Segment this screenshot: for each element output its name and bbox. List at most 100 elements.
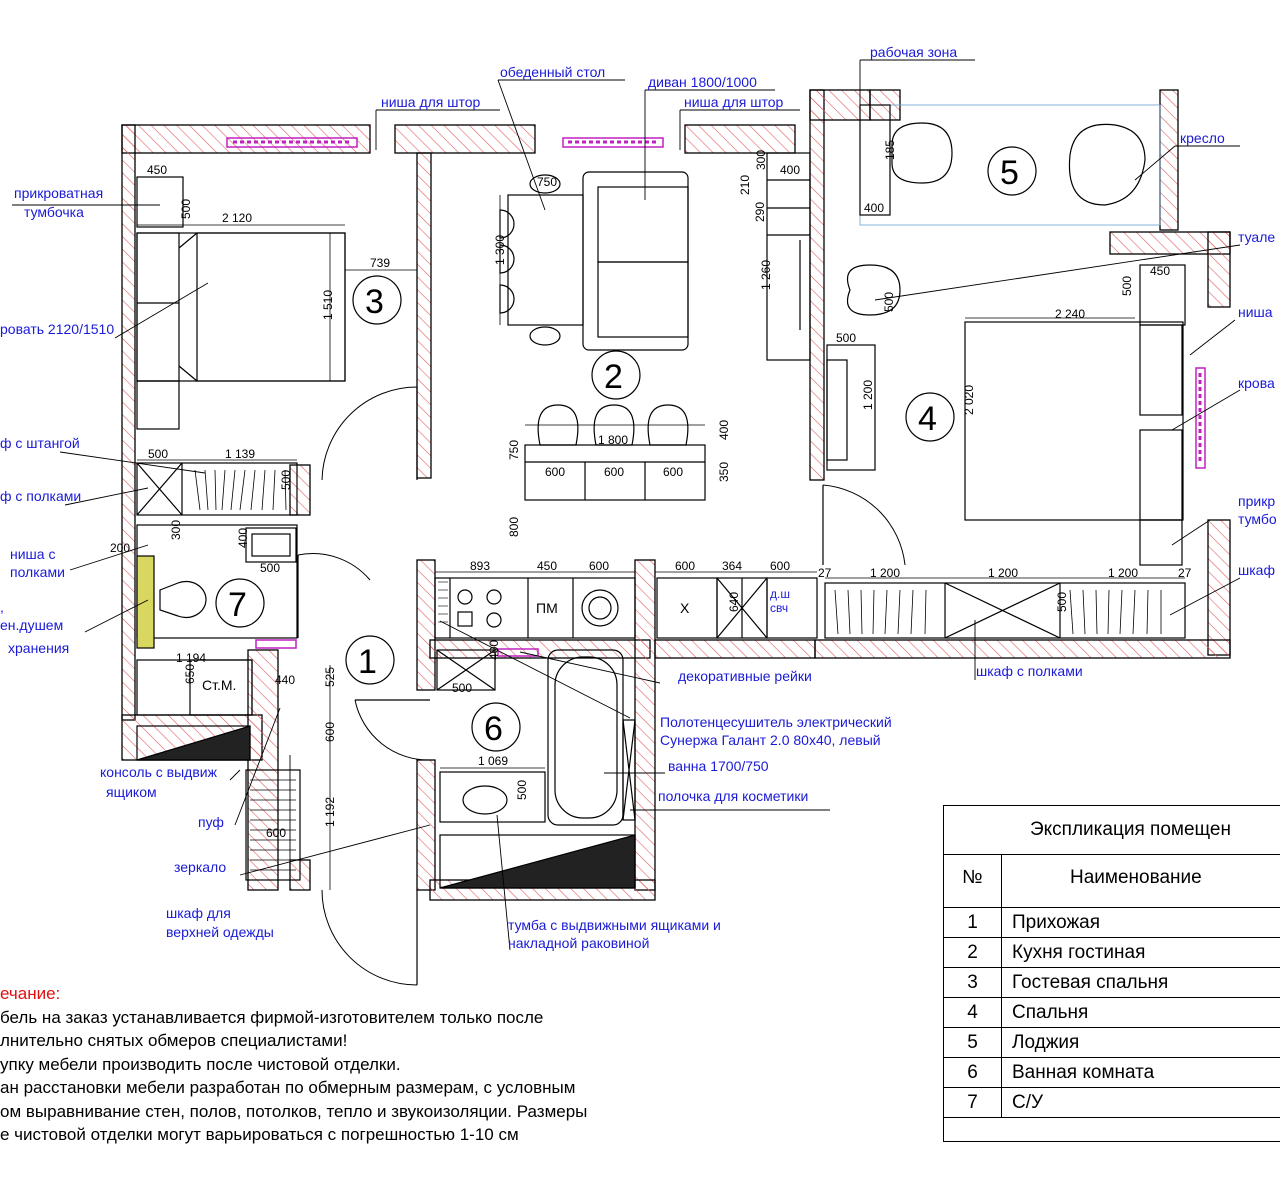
note-line: лнительно снятых обмеров специалистами! bbox=[0, 1031, 348, 1050]
svg-text:600: 600 bbox=[589, 559, 609, 573]
room-numbers bbox=[215, 146, 1037, 752]
svg-text:тумбочка: тумбочка bbox=[24, 204, 84, 220]
svg-text:диван 1800/1000: диван 1800/1000 bbox=[648, 74, 757, 90]
svg-text:ниша для штор: ниша для штор bbox=[381, 94, 481, 110]
dishwasher-label: ПМ bbox=[536, 600, 558, 616]
svg-text:400: 400 bbox=[487, 640, 501, 660]
row-num: 4 bbox=[944, 998, 1002, 1027]
curtain-rails bbox=[226, 137, 1206, 657]
svg-text:ниша для штор: ниша для штор bbox=[684, 94, 784, 110]
svg-text:350: 350 bbox=[717, 462, 731, 482]
mw-label: свч bbox=[770, 601, 788, 615]
room-number-1: 1 bbox=[358, 643, 377, 681]
explication-title: Экспликация помещен bbox=[944, 806, 1280, 855]
walls bbox=[121, 89, 1231, 901]
svg-text:полками: полками bbox=[10, 564, 65, 580]
svg-text:1 069: 1 069 bbox=[478, 754, 508, 768]
svg-text:ен.душем: ен.душем bbox=[0, 617, 63, 633]
svg-text:2 240: 2 240 bbox=[1055, 307, 1085, 321]
svg-text:750: 750 bbox=[537, 175, 557, 189]
svg-text:600: 600 bbox=[675, 559, 695, 573]
svg-text:тумбо: тумбо bbox=[1238, 511, 1277, 527]
svg-text:прикр: прикр bbox=[1238, 493, 1275, 509]
dimension-values: 450 500 2 120 739 1 510 750 1 300 300 21… bbox=[110, 140, 1192, 840]
svg-text:1 300: 1 300 bbox=[493, 235, 507, 265]
svg-text:600: 600 bbox=[545, 465, 565, 479]
svg-text:ниша: ниша bbox=[1238, 304, 1273, 320]
svg-text:300: 300 bbox=[169, 520, 183, 540]
row-num: 5 bbox=[944, 1028, 1002, 1057]
svg-text:750: 750 bbox=[507, 440, 521, 460]
row-name: Гостевая спальня bbox=[1012, 972, 1169, 993]
svg-text:шкаф: шкаф bbox=[1238, 562, 1275, 578]
svg-text:185: 185 bbox=[883, 140, 897, 160]
bathroom-furniture bbox=[436, 649, 636, 889]
leader-lines bbox=[12, 59, 1241, 951]
row-num: 6 bbox=[944, 1058, 1002, 1087]
svg-text:ровать 2120/1510: ровать 2120/1510 bbox=[0, 321, 114, 337]
svg-text:ванна 1700/750: ванна 1700/750 bbox=[668, 758, 769, 774]
svg-text:ф с полками: ф с полками bbox=[0, 488, 81, 504]
svg-text:1 194: 1 194 bbox=[176, 651, 206, 665]
svg-text:декоративные рейки: декоративные рейки bbox=[678, 668, 812, 684]
svg-text:1 192: 1 192 bbox=[323, 797, 337, 827]
note-line: ом выравнивание стен, полов, потолков, т… bbox=[0, 1101, 588, 1121]
room-number-3: 3 bbox=[365, 283, 384, 321]
svg-text:800: 800 bbox=[507, 517, 521, 537]
note-line: ан расстановки мебели разработан по обме… bbox=[0, 1078, 576, 1097]
room-number-2: 2 bbox=[604, 358, 623, 396]
dimension-lines bbox=[137, 176, 1185, 890]
svg-text:300: 300 bbox=[754, 150, 768, 170]
svg-text:500: 500 bbox=[452, 681, 472, 695]
svg-text:650: 650 bbox=[183, 664, 197, 684]
explication-header: № Наименование bbox=[944, 855, 1280, 908]
svg-text:накладной раковиной: накладной раковиной bbox=[508, 935, 649, 951]
svg-text:450: 450 bbox=[537, 559, 557, 573]
note-line: е чистовой отделки могут варьироваться с… bbox=[0, 1125, 519, 1144]
svg-text:прикроватная: прикроватная bbox=[14, 185, 103, 201]
row-name: Ванная комната bbox=[1012, 1062, 1155, 1083]
svg-text:хранения: хранения bbox=[8, 640, 69, 656]
svg-text:полочка для косметики: полочка для косметики bbox=[658, 788, 808, 804]
svg-text:рабочая зона: рабочая зона bbox=[870, 44, 957, 60]
washer-mark: Х bbox=[680, 600, 690, 616]
room-number-6: 6 bbox=[484, 710, 503, 748]
svg-text:400: 400 bbox=[780, 163, 800, 177]
row-num: 1 bbox=[944, 908, 1002, 937]
bedroom-furniture bbox=[822, 264, 1186, 639]
svg-text:400: 400 bbox=[864, 201, 884, 215]
svg-text:Сунержа Галант 2.0 80х40, левы: Сунержа Галант 2.0 80х40, левый bbox=[660, 732, 881, 748]
svg-text:2 120: 2 120 bbox=[222, 211, 252, 225]
svg-text:ниша с: ниша с bbox=[10, 546, 55, 562]
svg-text:зеркало: зеркало bbox=[174, 859, 226, 875]
svg-text:500: 500 bbox=[148, 447, 168, 461]
washing-machine-label: Ст.М. bbox=[202, 677, 236, 693]
table-row: 6 Ванная комната bbox=[944, 1058, 1280, 1088]
svg-text:2 020: 2 020 bbox=[962, 385, 976, 415]
room-number-5: 5 bbox=[1000, 154, 1019, 192]
svg-text:400: 400 bbox=[236, 528, 250, 548]
svg-text:обеденный стол: обеденный стол bbox=[500, 64, 605, 80]
note-line: бель на заказ устанавливается фирмой-изг… bbox=[0, 1007, 544, 1027]
svg-text:крова: крова bbox=[1238, 375, 1275, 391]
svg-text:210: 210 bbox=[738, 175, 752, 195]
room-number-4: 4 bbox=[918, 400, 937, 438]
guest-bedroom-furniture bbox=[136, 176, 418, 516]
svg-text:500: 500 bbox=[260, 561, 280, 575]
notes-block: ечание: бель на заказ устанавливается фи… bbox=[0, 982, 720, 1147]
svg-text:739: 739 bbox=[370, 256, 390, 270]
svg-text:500: 500 bbox=[882, 292, 896, 312]
svg-text:450: 450 bbox=[1150, 264, 1170, 278]
row-num: 7 bbox=[944, 1088, 1002, 1117]
svg-text:шкаф с полками: шкаф с полками bbox=[976, 663, 1083, 679]
svg-text:500: 500 bbox=[1120, 276, 1134, 296]
svg-text:1 260: 1 260 bbox=[759, 260, 773, 290]
note-line: упку мебели производить после чистовой о… bbox=[0, 1054, 401, 1074]
toilet-room-furniture bbox=[136, 524, 431, 986]
